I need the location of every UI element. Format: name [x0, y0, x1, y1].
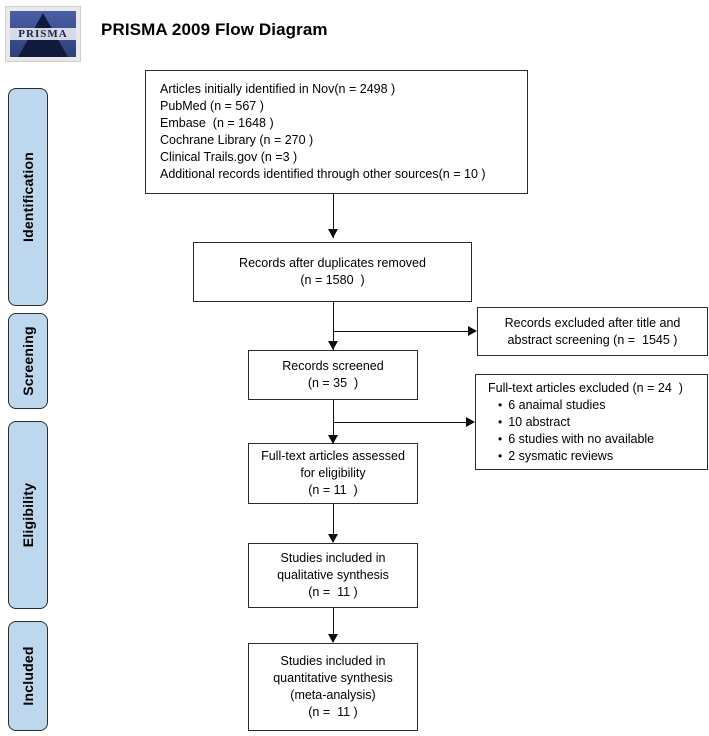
- box-line: abstract screening (n = 1545 ): [507, 332, 678, 347]
- box-records-screened: Records screened (n = 35 ): [248, 350, 418, 400]
- box-line: (meta-analysis): [290, 688, 376, 702]
- list-item-label: 6 anaimal studies: [508, 397, 606, 412]
- box-line: Full-text articles assessed: [261, 449, 405, 463]
- list-item-label: 6 studies with no available: [508, 431, 655, 446]
- bullet-icon: •: [498, 414, 503, 429]
- list-item-label: 2 sysmatic reviews: [508, 448, 614, 463]
- box-line: Studies included in: [280, 551, 386, 565]
- stage-label-text: Eligibility: [20, 482, 36, 548]
- connector-identification-to-duplicates: [333, 194, 334, 238]
- stage-label-identification: Identification: [8, 88, 48, 306]
- box-line: Clinical Trails.gov (n =3 ): [160, 150, 298, 164]
- box-line: (n = 11 ): [308, 705, 358, 719]
- box-line: Records screened: [282, 359, 384, 373]
- list-item: • 2 sysmatic reviews: [488, 448, 613, 465]
- box-identification: Articles initially identified in Nov(n =…: [145, 70, 528, 194]
- bullet-icon: •: [498, 397, 503, 412]
- arrowhead-down: [327, 634, 338, 643]
- connector-qualitative-to-quantitative: [333, 608, 334, 642]
- box-line: for eligibility: [300, 466, 366, 480]
- arrowhead-right: [468, 325, 477, 336]
- connector-branch-to-fulltext-excluded: [333, 422, 470, 423]
- box-fulltext-assessed: Full-text articles assessed for eligibil…: [248, 443, 418, 504]
- bullet-icon: •: [498, 431, 503, 446]
- prisma-logo: PRISMA: [5, 6, 81, 62]
- connector-branch-to-records-excluded: [333, 331, 472, 332]
- box-line: Additional records identified through ot…: [160, 167, 486, 181]
- connector-duplicates-to-screened: [333, 302, 334, 350]
- box-line: (n = 11 ): [308, 483, 358, 497]
- box-records-excluded: Records excluded after title and abstrac…: [477, 307, 708, 356]
- arrowhead-down: [327, 534, 338, 543]
- stage-label-text: Included: [20, 646, 36, 706]
- arrowhead-down: [327, 341, 338, 350]
- box-line: (n = 11 ): [308, 585, 358, 599]
- box-line-heading: Full-text articles excluded (n = 24 ): [488, 380, 683, 395]
- stage-label-screening: Screening: [8, 313, 48, 409]
- box-line: PubMed (n = 567 ): [160, 99, 264, 113]
- box-line: (n = 35 ): [307, 376, 359, 390]
- box-line: qualitative synthesis: [277, 568, 389, 582]
- box-line: Embase (n = 1648 ): [160, 116, 274, 130]
- arrowhead-right: [466, 416, 475, 427]
- box-line: Records after duplicates removed: [239, 256, 426, 270]
- logo-band: [10, 28, 76, 41]
- stage-label-text: Identification: [20, 152, 36, 242]
- box-quantitative-synthesis: Studies included in quantitative synthes…: [248, 643, 418, 731]
- box-fulltext-excluded: Full-text articles excluded (n = 24 ) • …: [475, 374, 708, 470]
- box-duplicates-removed: Records after duplicates removed (n = 15…: [193, 242, 472, 302]
- stage-label-text: Screening: [20, 326, 36, 396]
- list-item: • 10 abstract: [488, 414, 570, 431]
- list-item: • 6 studies with no available: [488, 431, 654, 448]
- connector-assessed-to-qualitative: [333, 504, 334, 542]
- list-item-label: 10 abstract: [508, 414, 571, 429]
- arrowhead-down: [327, 229, 338, 238]
- box-qualitative-synthesis: Studies included in qualitative synthesi…: [248, 543, 418, 608]
- page-title: PRISMA 2009 Flow Diagram: [101, 20, 328, 39]
- prisma-logo-graphic: PRISMA: [10, 11, 76, 57]
- stage-label-eligibility: Eligibility: [8, 421, 48, 609]
- box-line: quantitative synthesis: [273, 671, 393, 685]
- arrowhead-down: [327, 435, 338, 444]
- prisma-logo-text: PRISMA: [18, 28, 68, 41]
- stage-label-included: Included: [8, 621, 48, 731]
- box-line: Articles initially identified in Nov(n =…: [160, 82, 396, 96]
- box-line: (n = 1580 ): [300, 273, 365, 287]
- box-line: Cochrane Library (n = 270 ): [160, 133, 314, 147]
- box-line: Studies included in: [280, 654, 386, 668]
- box-line: Records excluded after title and: [504, 315, 681, 330]
- bullet-icon: •: [498, 448, 503, 463]
- list-item: • 6 anaimal studies: [488, 397, 605, 414]
